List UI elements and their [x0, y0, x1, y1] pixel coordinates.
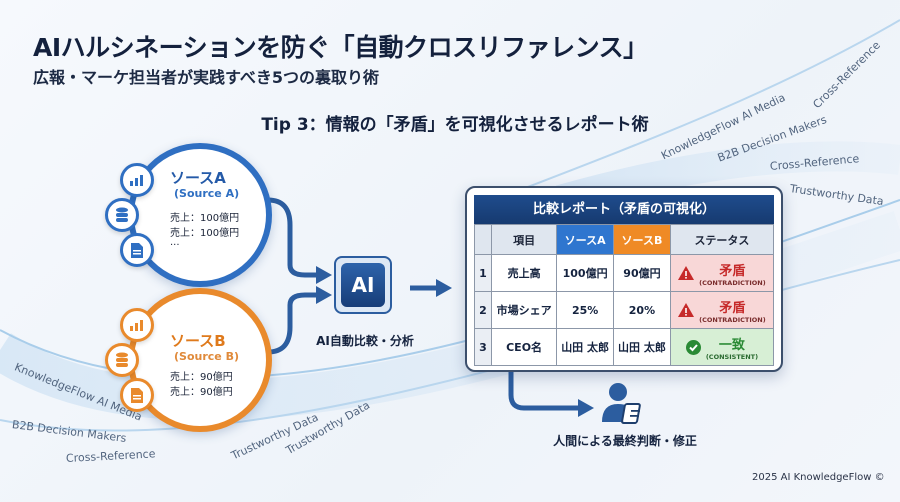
- ai-chip-icon: AI: [334, 256, 392, 314]
- column-header: [474, 224, 492, 255]
- tip-heading: Tip 3：情報の「矛盾」を可視化させるレポート術: [261, 115, 649, 135]
- row-source-b: 山田 太郎: [613, 328, 671, 366]
- report-title: 比較レポート（矛盾の可視化）: [474, 195, 774, 224]
- status-badge: 矛盾(CONTRADICTION): [669, 254, 775, 292]
- source-b-line: 売上：90億円: [170, 387, 233, 398]
- warning-icon: [678, 266, 695, 280]
- chart-icon: [120, 308, 154, 342]
- row-number: 2: [474, 291, 492, 329]
- page-subtitle: 広報・マーケ担当者が実践すべき5つの裏取り術: [33, 68, 380, 87]
- row-source-b: 90億円: [613, 254, 671, 292]
- report-table: 項目 ソースA ソースB ステータス 1 売上高 100億円 90億円 矛盾(C…: [474, 224, 775, 366]
- column-header: ステータス: [669, 224, 775, 255]
- person-clipboard-icon: [602, 383, 641, 424]
- warning-icon: [678, 303, 695, 317]
- source-a-line: 売上：100億円: [170, 213, 240, 224]
- row-number: 3: [474, 328, 492, 366]
- table-row: 2 市場シェア 25% 20% 矛盾(CONTRADICTION): [474, 291, 775, 329]
- row-source-a: 100億円: [556, 254, 615, 292]
- status-badge: 矛盾(CONTRADICTION): [669, 291, 775, 329]
- status-text-en: (CONTRADICTION): [699, 315, 766, 324]
- row-source-a: 山田 太郎: [556, 328, 615, 366]
- status-text: 一致: [718, 337, 745, 353]
- human-caption: 人間による最終判断・修正: [553, 434, 697, 448]
- comparison-report: 比較レポート（矛盾の可視化） 項目 ソースA ソースB ステータス 1 売上高 …: [465, 186, 783, 372]
- column-header: 項目: [490, 224, 558, 255]
- document-icon: [120, 233, 154, 267]
- source-a-circle: ソースA (Source A) 売上：100億円 売上：100億円 ...: [128, 143, 272, 287]
- source-b-name-en: (Source B): [174, 350, 239, 363]
- table-header-row: 項目 ソースA ソースB ステータス: [474, 224, 775, 255]
- status-text: 矛盾: [719, 263, 746, 279]
- source-a-line: 売上：100億円: [170, 228, 240, 239]
- status-text-en: (CONSISTENT): [705, 352, 759, 361]
- row-source-a: 25%: [556, 291, 615, 329]
- row-item: 売上高: [490, 254, 558, 292]
- row-item: CEO名: [490, 328, 558, 366]
- status-badge: 一致(CONSISTENT): [669, 328, 775, 366]
- database-icon: [105, 343, 139, 377]
- status-text-en: (CONTRADICTION): [699, 278, 766, 287]
- chart-icon: [120, 163, 154, 197]
- source-a-line: ...: [170, 237, 180, 248]
- source-a-name-en: (Source A): [174, 187, 240, 200]
- row-item: 市場シェア: [490, 291, 558, 329]
- ai-chip-label: AI: [341, 263, 385, 307]
- row-number: 1: [474, 254, 492, 292]
- source-a-name: ソースA: [170, 169, 226, 187]
- footer-copyright: 2025 AI KnowledgeFlow ©: [752, 472, 885, 483]
- column-header: ソースB: [613, 224, 671, 255]
- source-b-line: 売上：90億円: [170, 372, 233, 383]
- table-row: 3 CEO名 山田 太郎 山田 太郎 一致(CONSISTENT): [474, 328, 775, 366]
- ai-caption: AI自動比較・分析: [316, 334, 414, 348]
- page-title: AIハルシネーションを防ぐ「自動クロスリファレンス」: [33, 33, 648, 62]
- database-icon: [105, 198, 139, 232]
- check-circle-icon: [685, 339, 701, 355]
- source-b-name: ソースB: [170, 332, 226, 350]
- table-row: 1 売上高 100億円 90億円 矛盾(CONTRADICTION): [474, 254, 775, 292]
- column-header: ソースA: [556, 224, 615, 255]
- document-icon: [120, 378, 154, 412]
- row-source-b: 20%: [613, 291, 671, 329]
- status-text: 矛盾: [719, 300, 746, 316]
- source-b-circle: ソースB (Source B) 売上：90億円 売上：90億円: [128, 288, 272, 432]
